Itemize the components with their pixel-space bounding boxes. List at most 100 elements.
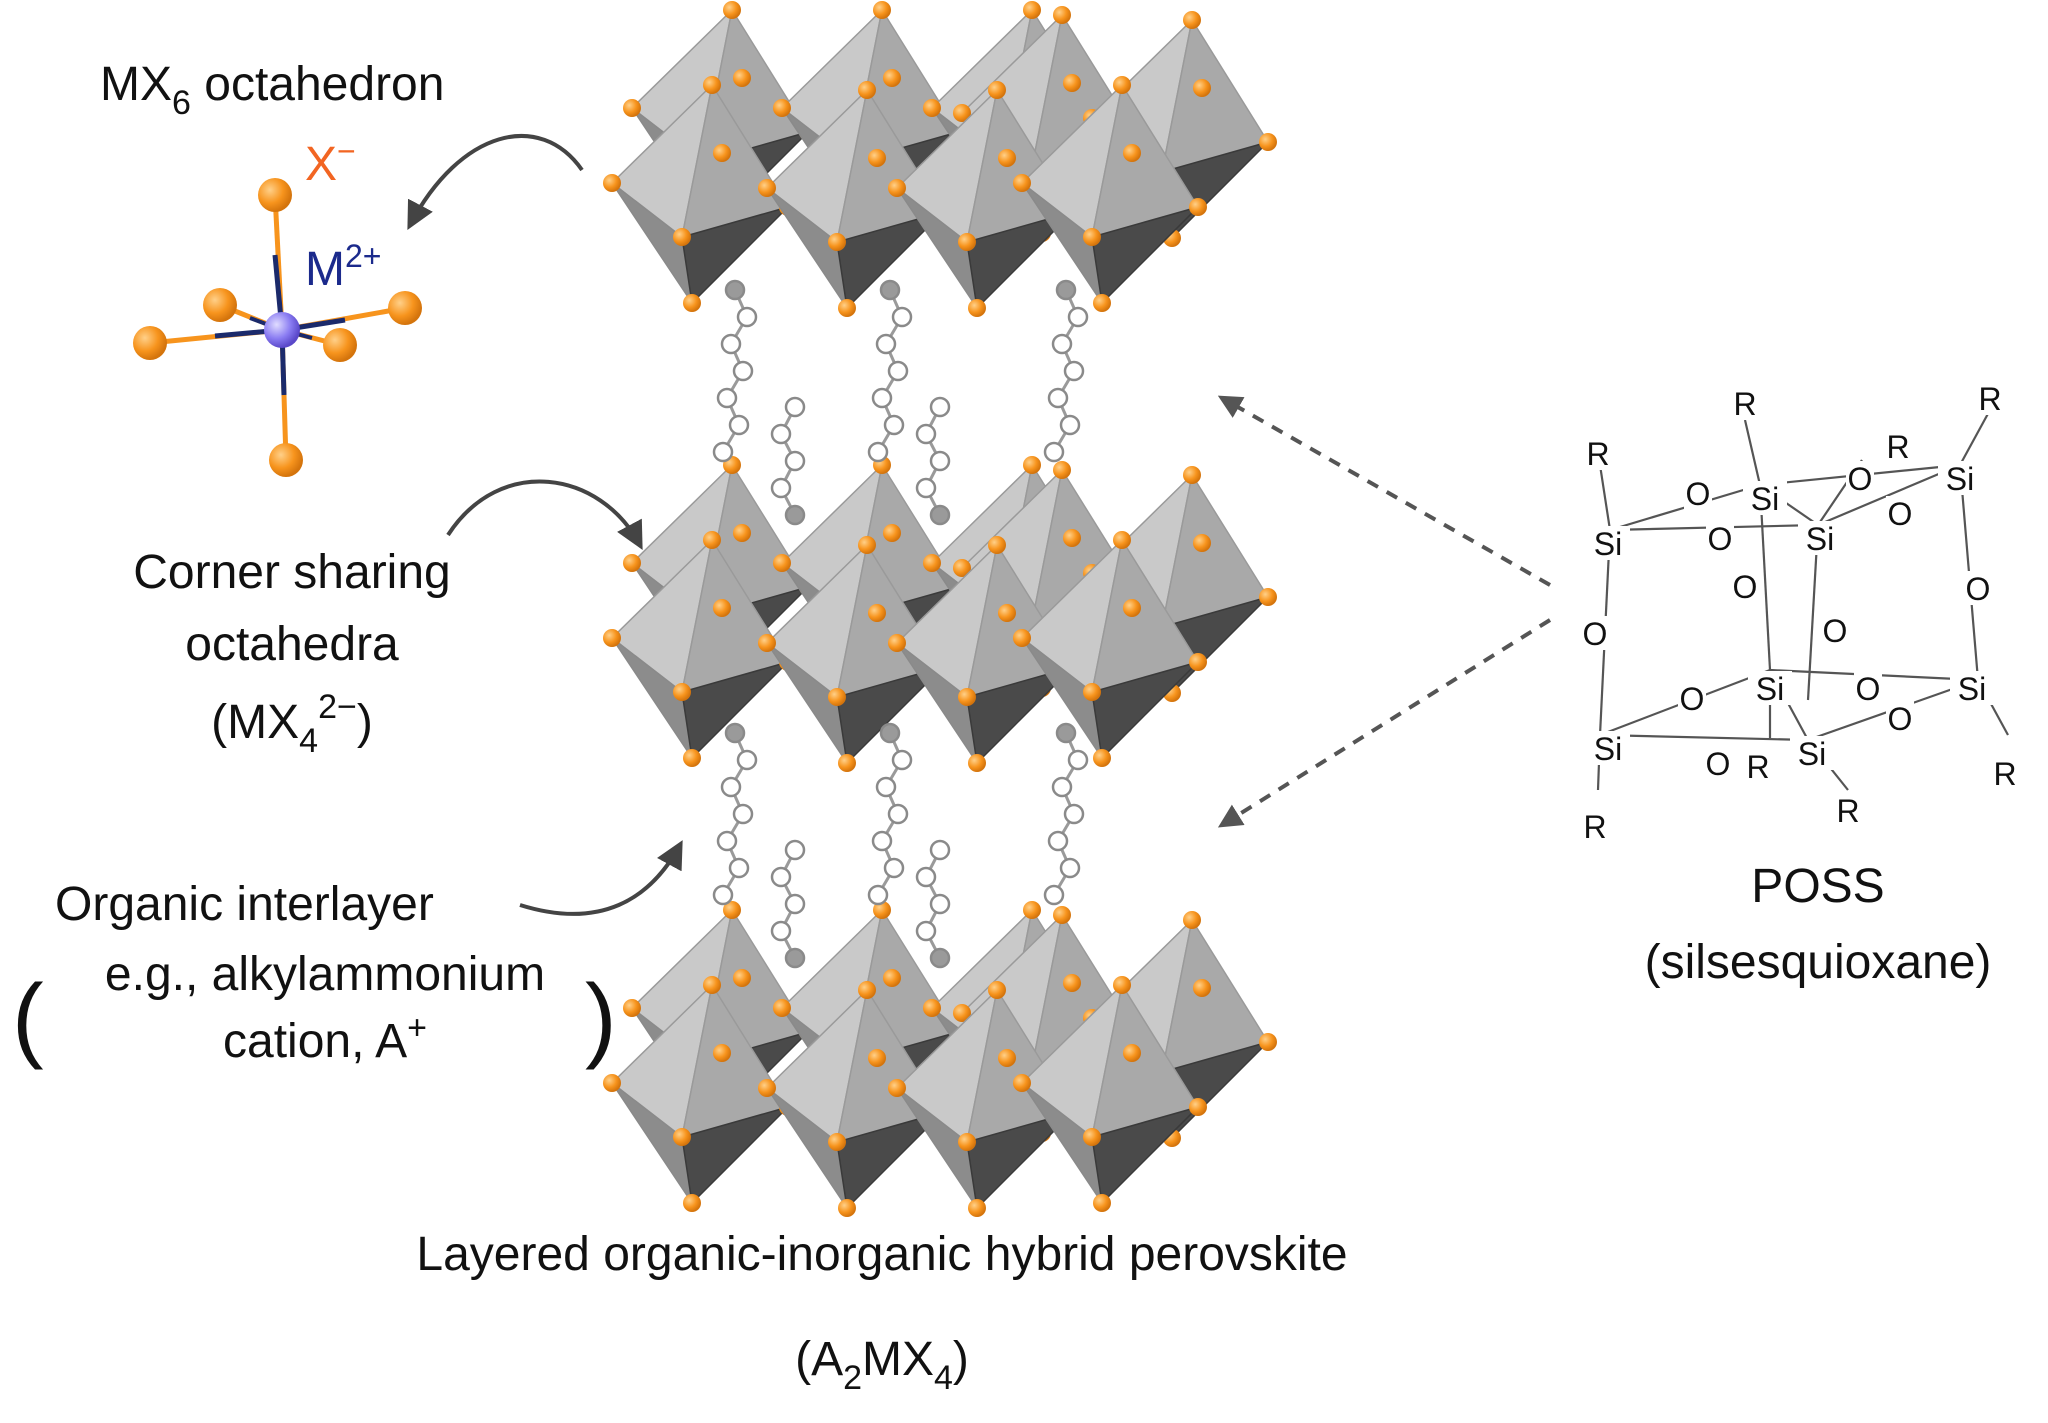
halide-atom (1259, 588, 1277, 606)
halide-atom (998, 149, 1016, 167)
alkylammonium-chain (712, 722, 758, 906)
inorganic-slab (603, 901, 1277, 1217)
r-group: R (1731, 386, 1759, 422)
halide-atom (1123, 599, 1141, 617)
halide-atom (758, 634, 776, 652)
svg-text:O: O (1706, 746, 1731, 782)
octahedron (888, 981, 1082, 1217)
metal-atom (264, 312, 300, 348)
halide-atom (603, 174, 621, 192)
halide-atom (888, 1079, 906, 1097)
ammonium-head (879, 279, 901, 301)
halide-atom (713, 599, 731, 617)
halide-atom (683, 1194, 701, 1212)
carbon-atom (1043, 441, 1065, 463)
halide-atom (1023, 901, 1041, 919)
alkylammonium-chain (867, 722, 913, 906)
r-group: R (1584, 436, 1612, 472)
halide-atom (623, 999, 641, 1017)
svg-text:Si: Si (1751, 481, 1779, 517)
carbon-atom (867, 441, 889, 463)
alkylammonium-chain (867, 279, 913, 463)
cation-label: M2+ (305, 238, 381, 296)
alkylammonium-chain (915, 839, 951, 969)
halide-atom (1113, 76, 1131, 94)
halide-atom (1063, 74, 1081, 92)
corner-sharing-label: Corner sharing octahedra (MX42−) (133, 546, 450, 760)
svg-text:R: R (1993, 756, 2016, 792)
halide-atom (1053, 906, 1071, 924)
carbon-atom (915, 866, 937, 888)
halide-atom (868, 149, 886, 167)
halide-atom (1023, 456, 1041, 474)
halide-atom (958, 688, 976, 706)
svg-text:Organic interlayer: Organic interlayer (55, 878, 434, 931)
halide-atom (623, 99, 641, 117)
carbon-atom (1059, 414, 1081, 436)
carbon-atom (720, 333, 742, 355)
halide-atom (1189, 198, 1207, 216)
poss-arrow-upper (1217, 395, 1551, 587)
halide-atom (758, 1079, 776, 1097)
svg-text:O: O (1708, 521, 1733, 557)
carbon-atom (784, 893, 806, 915)
svg-text:(: ( (12, 965, 44, 1071)
silicon-atom: Si (1586, 731, 1630, 767)
inorganic-slab (603, 1, 1277, 317)
svg-text:R: R (1836, 793, 1859, 829)
oxygen-atom: O (1854, 671, 1882, 707)
carbon-atom (1047, 830, 1069, 852)
poss-title: POSS (1751, 860, 1884, 913)
alkylammonium-chain (770, 396, 806, 526)
silicon-atom: Si (1790, 736, 1834, 772)
halide-atom (673, 1128, 691, 1146)
svg-text:octahedra: octahedra (185, 618, 399, 671)
carbon-atom (784, 396, 806, 418)
carbon-atom (929, 839, 951, 861)
halide-atom (258, 178, 292, 212)
halide-atom (828, 233, 846, 251)
halide-atom (953, 1004, 971, 1022)
halide-atom (1193, 979, 1211, 997)
carbon-atom (736, 306, 758, 328)
carbon-atom (891, 749, 913, 771)
silicon-atom: Si (1950, 671, 1994, 707)
svg-text:Si: Si (1594, 731, 1622, 767)
halide-atom (873, 1, 891, 19)
oxygen-atom: O (1704, 746, 1732, 782)
halide-atom (1013, 1074, 1031, 1092)
halide-atom (828, 688, 846, 706)
carbon-atom (784, 839, 806, 861)
svg-text:O: O (1686, 476, 1711, 512)
halide-atom (683, 294, 701, 312)
carbon-atom (883, 857, 905, 879)
halide-atom (733, 69, 751, 87)
carbon-atom (732, 360, 754, 382)
oxygen-atom: O (1886, 496, 1914, 532)
halide-atom (828, 1133, 846, 1151)
ammonium-head (1055, 279, 1077, 301)
carbon-atom (716, 830, 738, 852)
octahedron (603, 976, 797, 1212)
inorganic-slab (603, 456, 1277, 772)
arrow-to-organic-layer (519, 840, 683, 916)
carbon-atom (736, 749, 758, 771)
halide-atom (1189, 1098, 1207, 1116)
halide-atom (968, 299, 986, 317)
svg-text:e.g., alkylammonium: e.g., alkylammonium (105, 948, 545, 1001)
halide-atom (623, 554, 641, 572)
halide-atom (733, 969, 751, 987)
halide-atom (883, 69, 901, 87)
halide-atom (269, 443, 303, 477)
halide-atom (953, 559, 971, 577)
halide-atom (773, 554, 791, 572)
halide-atom (838, 1199, 856, 1217)
r-group: R (1884, 429, 1912, 465)
figure-caption: Layered organic-inorganic hybrid perovsk… (416, 1228, 1347, 1281)
halide-atom (603, 629, 621, 647)
octahedron (1013, 976, 1207, 1212)
halide-atom (1183, 911, 1201, 929)
oxygen-atom: O (1684, 476, 1712, 512)
alkylammonium-chain (1043, 722, 1089, 906)
